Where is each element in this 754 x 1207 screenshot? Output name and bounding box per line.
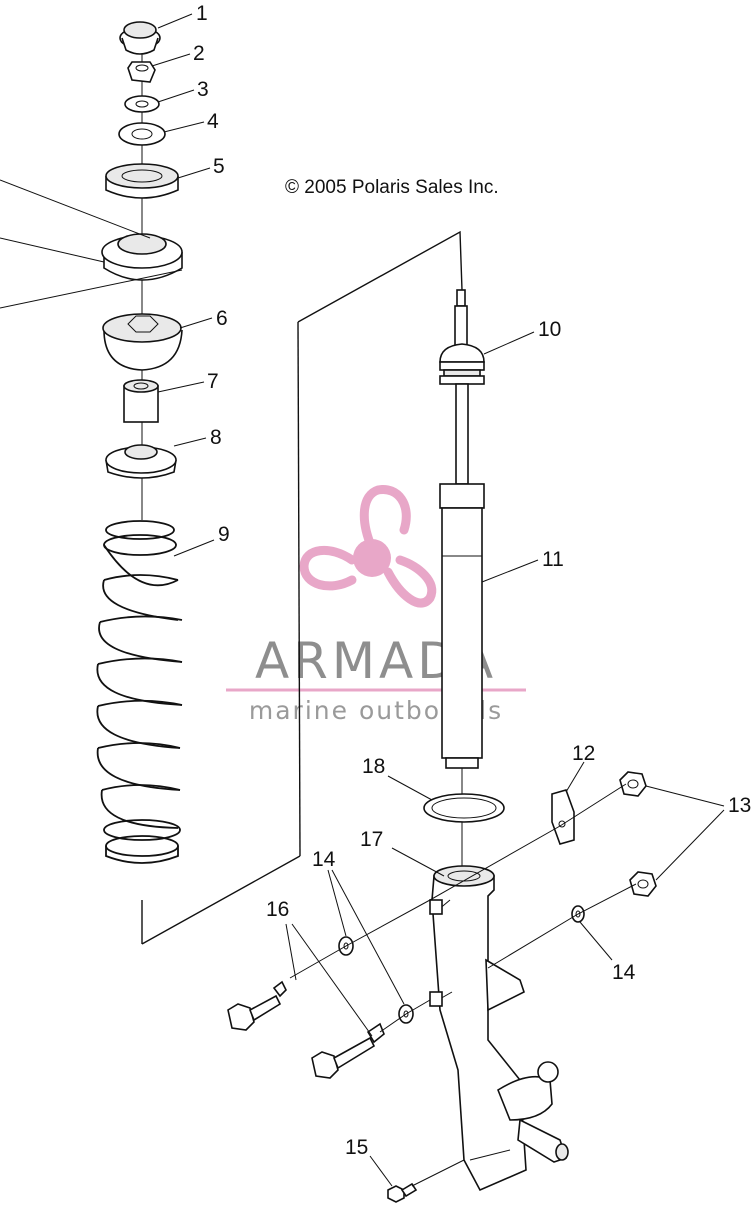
callout-7: 7	[207, 370, 219, 393]
assembly-line-top	[297, 230, 463, 323]
part-17-knuckle	[429, 865, 569, 1192]
part-11-shock-body	[439, 483, 485, 769]
callout-18: 18	[362, 755, 385, 778]
part-10-rod-top	[439, 289, 485, 485]
callout-2: 2	[193, 42, 205, 65]
part-5-bearing	[105, 163, 179, 199]
part-8-spring-seat	[105, 444, 177, 479]
callout-3: 3	[197, 78, 209, 101]
callout-15: 15	[345, 1136, 368, 1159]
part-4-washer	[118, 122, 166, 146]
part-13-nut-upper	[619, 771, 647, 797]
part-7-spacer	[123, 379, 159, 423]
part-15-screw	[387, 1182, 418, 1203]
callout-14-left: 14	[312, 848, 336, 871]
part-12-clip	[551, 789, 575, 845]
part-9-coil-spring	[96, 520, 183, 864]
callout-4: 4	[207, 110, 219, 133]
align-line-screw	[411, 1159, 465, 1187]
part-13-nut-lower	[629, 871, 657, 897]
callout-13: 13	[728, 794, 751, 817]
part-2-nut	[127, 61, 156, 83]
callout-14-right: 14	[612, 961, 636, 984]
callouts: 1 2 3 4 5 6 7 8 9 10 11 12 13 14 14 15	[151, 2, 751, 1187]
callout-12: 12	[572, 742, 595, 765]
part-3-washer	[124, 95, 160, 113]
part-1-cap	[119, 21, 161, 55]
assembly-line-bottom	[141, 855, 301, 945]
align-line-lower-left	[379, 999, 431, 1033]
part-16-bolt-upper	[227, 980, 287, 1031]
copyright-notice: © 2005 Polaris Sales Inc.	[285, 177, 499, 198]
callout-16: 16	[266, 898, 289, 921]
upper-mount-plate	[101, 233, 183, 281]
callout-10: 10	[538, 318, 561, 341]
align-line-upper	[289, 783, 627, 979]
callout-9: 9	[218, 523, 230, 546]
align-line-lower-right	[487, 883, 637, 969]
callout-1: 1	[196, 2, 208, 25]
callout-5: 5	[213, 155, 225, 178]
part-6-bump-stop	[102, 313, 183, 371]
assembly-line-right	[297, 321, 301, 857]
leader-left-2	[0, 237, 105, 263]
leader-left-1	[0, 179, 151, 239]
propeller-icon	[299, 485, 437, 608]
callout-8: 8	[210, 426, 222, 449]
part-16-bolt-lower	[311, 1022, 385, 1079]
callout-11: 11	[542, 548, 564, 571]
callout-17: 17	[360, 828, 383, 851]
part-18-seal-ring	[423, 793, 505, 823]
leader-left-3	[0, 269, 183, 309]
callout-6: 6	[216, 307, 228, 330]
